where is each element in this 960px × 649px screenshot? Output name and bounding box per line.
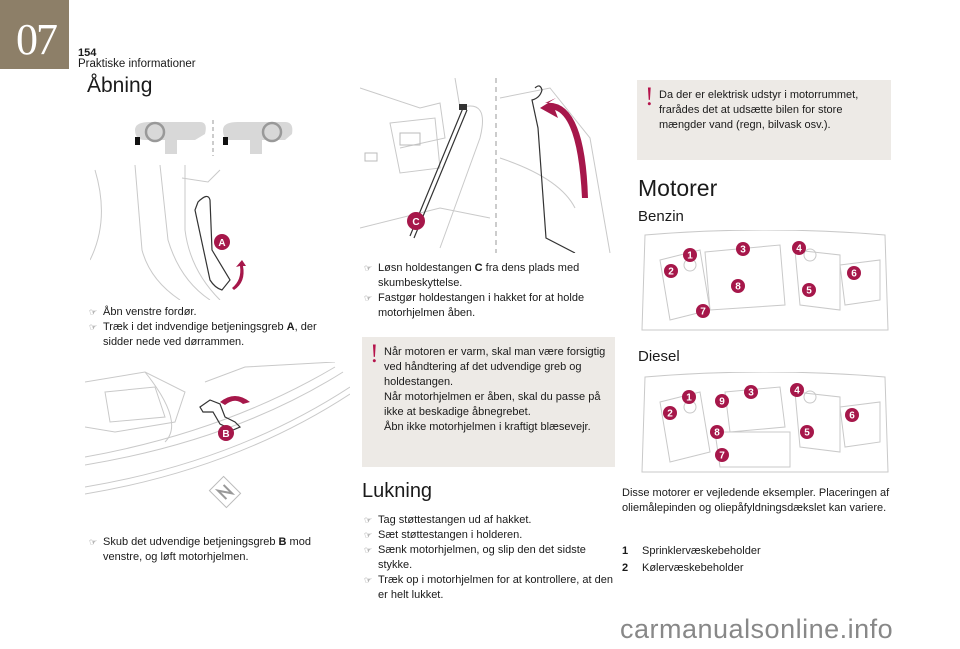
engine-marker: [663, 406, 677, 420]
engine-marker-label: 8: [714, 428, 720, 439]
engine-marker: [715, 394, 729, 408]
dashboard-lhd-icon: [135, 121, 206, 154]
engine-marker: [802, 283, 816, 297]
lift-arrow-icon: [540, 98, 588, 198]
engine-marker: [682, 390, 696, 404]
warning-text: Da der er elektrisk udstyr i motorrummet…: [659, 89, 859, 131]
engine-marker-label: 1: [687, 251, 693, 262]
illustration-support-rod-c: C: [360, 78, 611, 253]
marker-b: [218, 425, 234, 441]
ds-logo-icon: [208, 475, 242, 509]
engine-marker: [790, 383, 804, 397]
engine-marker-label: 6: [849, 411, 855, 422]
watermark[interactable]: carmanualsonline.info: [620, 614, 894, 644]
list-item: ☞Sæt støttestangen i holderen.: [364, 529, 523, 541]
pointing-hand-icon: ☞: [364, 575, 373, 585]
chapter-tab: 07: [0, 0, 69, 69]
engine-marker: [664, 264, 678, 278]
engine-marker-label: 4: [794, 386, 800, 397]
engine-marker-label: 7: [700, 307, 706, 318]
engine-marker-label: 5: [806, 286, 812, 297]
list-item: ☞Træk op i motorhjelmen for at kontrolle…: [364, 574, 613, 601]
list-item: ☞Skub det udvendige betjeningsgreb B mod…: [89, 536, 311, 563]
illustration-interior-lever-a: A: [90, 120, 293, 300]
pointing-hand-icon: ☞: [364, 530, 373, 540]
warning-note-electrical: ! Da der er elektrisk udstyr i motorrumm…: [637, 80, 891, 160]
svg-text:A: A: [218, 238, 225, 249]
illustration-petrol-engine: 1 2 3 4 5 6 7 8: [641, 230, 889, 331]
list-item: ☞Fastgør holdestangen i hakket for at ho…: [364, 292, 585, 319]
chapter-number: 07: [16, 15, 58, 64]
warning-icon: !: [370, 339, 379, 368]
opening-steps-c: ☞Løsn holdestangen C fra dens plads med …: [364, 261, 616, 321]
section-title-opening: Åbning: [87, 74, 153, 97]
engine-marker: [715, 448, 729, 462]
illustration-exterior-lever-b: B: [85, 362, 350, 509]
svg-text:B: B: [222, 429, 229, 440]
engine-marker-label: 9: [719, 397, 725, 408]
warning-text: Når motoren er varm, skal man være forsi…: [384, 346, 606, 433]
marker-a: [214, 234, 230, 250]
engine-marker-label: 7: [719, 451, 725, 462]
section-title-closing: Lukning: [362, 480, 433, 502]
illustration-diesel-engine: 1 2 3 4 5 6 7 8 9: [641, 372, 889, 473]
list-item: ☞Tag støttestangen ud af hakket.: [364, 514, 532, 526]
chapter-title: Praktiske informationer: [78, 58, 196, 70]
engine-marker-label: 4: [796, 244, 802, 255]
warning-note-hot-engine: ! Når motoren er varm, skal man være for…: [362, 337, 615, 467]
engine-marker-label: 2: [668, 267, 674, 278]
engine-marker-label: 6: [851, 269, 857, 280]
engine-marker: [744, 385, 758, 399]
pointing-hand-icon: ☞: [364, 515, 373, 525]
pointing-hand-icon: ☞: [364, 545, 373, 555]
engine-marker: [683, 248, 697, 262]
engine-marker: [736, 242, 750, 256]
page-number: 154: [78, 47, 97, 59]
engine-marker: [710, 425, 724, 439]
pointing-hand-icon: ☞: [364, 263, 373, 273]
pointing-hand-icon: ☞: [364, 293, 373, 303]
opening-steps-b: ☞Skub det udvendige betjeningsgreb B mod…: [89, 535, 349, 565]
engine-marker-label: 1: [686, 393, 692, 404]
engine-marker: [845, 408, 859, 422]
dashboard-rhd-icon: [223, 121, 293, 154]
engine-marker-label: 3: [740, 245, 746, 256]
list-item: ☞Løsn holdestangen C fra dens plads med …: [364, 262, 580, 289]
push-arrow-icon: [220, 396, 250, 405]
subsection-title-petrol: Benzin: [638, 208, 684, 225]
engine-marker-label: 3: [748, 388, 754, 399]
list-item: ☞Åbn venstre fordør.: [89, 306, 197, 318]
marker-c: [407, 212, 425, 230]
section-title-engines: Motorer: [638, 175, 718, 201]
warning-icon: !: [645, 82, 654, 111]
pull-arrow-icon: [232, 260, 246, 290]
engine-marker: [847, 266, 861, 280]
pointing-hand-icon: ☞: [89, 537, 98, 547]
svg-text:C: C: [412, 217, 419, 228]
list-item: ☞Træk i det indvendige betjeningsgreb A,…: [89, 321, 317, 348]
pointing-hand-icon: ☞: [89, 307, 98, 317]
opening-steps-a: ☞Åbn venstre fordør. ☞Træk i det indvend…: [89, 305, 349, 350]
engine-marker: [792, 241, 806, 255]
engine-marker-label: 2: [667, 409, 673, 420]
engine-marker: [696, 304, 710, 318]
engine-marker-label: 8: [735, 282, 741, 293]
engine-marker: [731, 279, 745, 293]
list-item: ☞Sænk motorhjelmen, og slip den det sids…: [364, 544, 586, 571]
subsection-title-diesel: Diesel: [638, 348, 680, 365]
engines-description: Disse motorer er vejledende eksempler. P…: [622, 487, 890, 514]
engine-marker-label: 5: [804, 428, 810, 439]
engine-marker: [800, 425, 814, 439]
pointing-hand-icon: ☞: [89, 322, 98, 332]
closing-steps: ☞Tag støttestangen ud af hakket. ☞Sæt st…: [364, 513, 616, 603]
